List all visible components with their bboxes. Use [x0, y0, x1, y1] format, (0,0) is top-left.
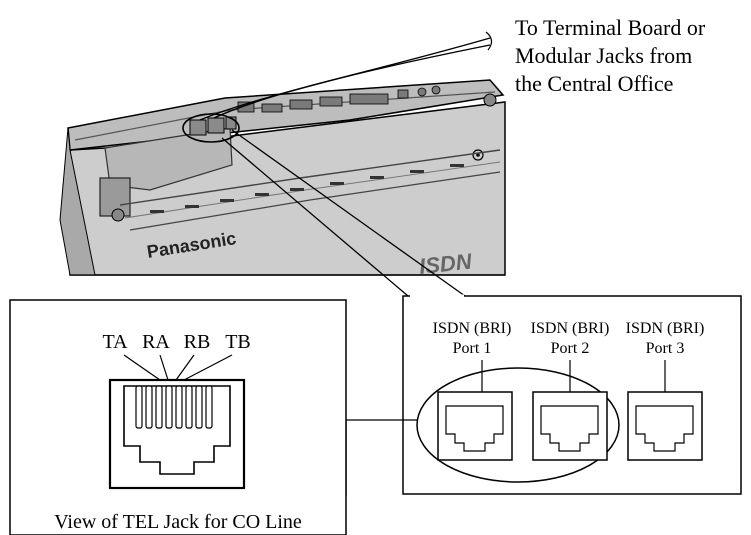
isdn-port-callout: ISDN (BRI) Port 1 ISDN (BRI) Port 2 ISDN…	[221, 129, 742, 495]
port-3-label-line2: Port 3	[646, 340, 685, 357]
isdn-port-2-jack	[532, 391, 608, 461]
port-3-label-line1: ISDN (BRI)	[626, 320, 705, 337]
port-1-label-line2: Port 1	[453, 340, 492, 357]
callout-line-2: Modular Jacks from	[515, 43, 692, 68]
isdn-port-3-jack	[627, 391, 703, 461]
port-2-label-line2: Port 2	[551, 340, 590, 357]
isdn-port-1-jack	[437, 391, 513, 461]
port-1-label-line1: ISDN (BRI)	[433, 320, 512, 337]
pin-label-rb: RB	[184, 331, 211, 353]
ports-1-2-highlight	[416, 367, 620, 483]
pin-label-ta: TA	[102, 331, 128, 353]
unit-vent-slots	[150, 164, 464, 213]
zoom-leader-2	[231, 129, 466, 297]
tel-jack-callout: TA RA RB TB View	[9, 299, 417, 535]
unit-screw-left	[111, 208, 125, 222]
co-line-callout: To Terminal Board or Modular Jacks from …	[515, 15, 706, 96]
pin-label-tb: TB	[225, 331, 251, 353]
port-2-label-line1: ISDN (BRI)	[531, 320, 610, 337]
unit-jack-highlight	[182, 113, 240, 143]
unit-isdn-jacks	[189, 116, 237, 136]
unit-mount-hole	[472, 149, 484, 161]
cable-end-break	[485, 31, 493, 51]
unit-badge-text: ISDN	[418, 248, 474, 278]
pin-pointer-lines	[123, 354, 233, 381]
tel-jack-pins	[135, 385, 213, 429]
callout-line-3: the Central Office	[515, 71, 673, 96]
unit-ridge-3	[129, 171, 501, 231]
unit-screw-right	[483, 93, 497, 107]
pin-label-ra: RA	[142, 331, 170, 353]
tel-jack-outline	[108, 378, 246, 490]
zoom-leader-1	[221, 137, 409, 297]
unit-top-face	[67, 79, 505, 151]
unit-ridge-2	[124, 161, 501, 219]
tel-jack-caption: View of TEL Jack for CO Line	[54, 511, 302, 533]
callout-line-1: To Terminal Board or	[515, 15, 706, 40]
pbx-unit: Panasonic ISDN	[59, 31, 506, 279]
co-line-cable-2	[213, 44, 491, 119]
